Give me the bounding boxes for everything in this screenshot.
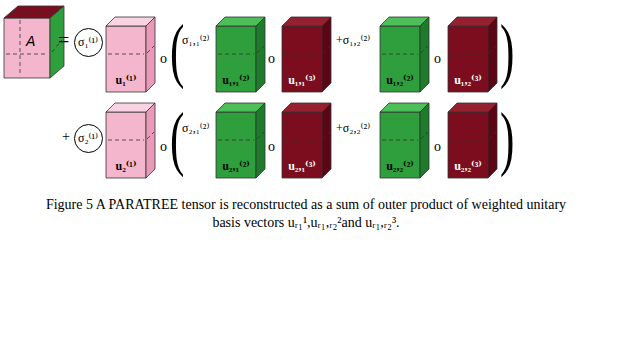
box-side-face: [420, 103, 429, 178]
figure-caption: Figure 5 A PARATREE tensor is reconstruc…: [36, 196, 576, 232]
slice-line: [323, 46, 330, 53]
slice-line: [450, 140, 486, 141]
slice-line: [284, 54, 320, 55]
slice-line: [489, 132, 496, 139]
basis-vector-box: u₁,₁⁽³⁾: [282, 26, 322, 92]
box-side-face: [256, 17, 265, 92]
basis-vector-box: u₁,₂⁽³⁾: [448, 26, 488, 92]
basis-vector-box: u₂,₁⁽³⁾: [282, 112, 322, 178]
weight-symbol: σ₁⁽¹⁾: [78, 36, 98, 48]
outer-product-symbol: o: [268, 140, 275, 154]
weight-circle: σ₂⁽¹⁾: [74, 124, 103, 153]
weight-symbol: σ₁,₁⁽²⁾: [182, 34, 209, 46]
vector-name: u₂,₂⁽²⁾: [380, 160, 420, 172]
slice-line: [382, 140, 418, 141]
box-side-face: [488, 103, 497, 178]
equals-sign: =: [58, 30, 69, 50]
box-front-face: [282, 112, 322, 178]
box-front-face: [380, 112, 420, 178]
outer-product-symbol: o: [160, 140, 167, 154]
box-front-face: [106, 112, 146, 178]
open-bracket: (: [170, 102, 184, 174]
close-bracket: ): [500, 102, 514, 174]
box-side-face: [146, 17, 155, 92]
box-side-face: [146, 103, 155, 178]
slice-line: [489, 46, 496, 53]
slice-line: [20, 20, 21, 76]
vector-name: u₁⁽¹⁾: [106, 74, 146, 86]
box-side-face: [256, 103, 265, 178]
vector-name: u₁,₁⁽³⁾: [282, 74, 322, 86]
slice-line: [421, 132, 428, 139]
vector-name: u₁,₂⁽³⁾: [448, 74, 488, 86]
outer-product-symbol: o: [434, 52, 441, 66]
box-side-face: [420, 17, 429, 92]
weight-circle: σ₁⁽¹⁾: [74, 28, 103, 57]
basis-vector-box: u₁,₂⁽²⁾: [380, 26, 420, 92]
slice-line: [284, 140, 320, 141]
slice-line: [108, 140, 144, 141]
outer-product-symbol: o: [434, 140, 441, 154]
slice-line: [421, 46, 428, 53]
vector-name: u₂,₁⁽³⁾: [282, 160, 322, 172]
outer-product-symbol: o: [160, 52, 167, 66]
slice-line: [12, 12, 56, 13]
slice-line: [147, 132, 154, 139]
weight-symbol: +σ₂,₂⁽²⁾: [336, 122, 370, 134]
vector-name: u₂,₂⁽³⁾: [448, 160, 488, 172]
vector-name: u₂⁽¹⁾: [106, 160, 146, 172]
box-front-face: [448, 112, 488, 178]
slice-line: [323, 132, 330, 139]
slice-line: [382, 54, 418, 55]
slice-line: [6, 54, 48, 55]
box-side-face: [322, 17, 331, 92]
plus-sign: +: [62, 130, 70, 144]
box-side-face: [488, 17, 497, 92]
slice-line: [147, 46, 154, 53]
vector-name: u₁,₁⁽²⁾: [216, 74, 256, 86]
slice-line: [257, 132, 264, 139]
basis-vector-box: u₂,₁⁽²⁾: [216, 112, 256, 178]
box-front-face: [380, 26, 420, 92]
close-bracket: ): [500, 14, 514, 86]
slice-line: [108, 54, 144, 55]
cube-front-face: [4, 18, 50, 78]
box-front-face: [448, 26, 488, 92]
open-bracket: (: [170, 14, 184, 86]
slice-line: [218, 54, 254, 55]
basis-vector-box: u₂,₂⁽²⁾: [380, 112, 420, 178]
weight-symbol: +σ₁,₂⁽²⁾: [336, 34, 370, 46]
outer-product-symbol: o: [268, 52, 275, 66]
basis-vector-box: u₁⁽¹⁾: [106, 26, 146, 92]
vector-name: u₂,₁⁽²⁾: [216, 160, 256, 172]
box-front-face: [216, 112, 256, 178]
tensor-name: A: [26, 34, 35, 48]
vector-name: u₁,₂⁽²⁾: [380, 74, 420, 86]
basis-vector-box: u₂,₂⁽³⁾: [448, 112, 488, 178]
slice-line: [257, 46, 264, 53]
box-front-face: [282, 26, 322, 92]
slice-line: [218, 140, 254, 141]
box-side-face: [322, 103, 331, 178]
basis-vector-box: u₁,₁⁽²⁾: [216, 26, 256, 92]
basis-vector-box: u₂⁽¹⁾: [106, 112, 146, 178]
slice-line: [450, 54, 486, 55]
weight-symbol: σ₂,₁⁽²⁾: [182, 122, 209, 134]
weight-symbol: σ₂⁽¹⁾: [78, 132, 98, 144]
box-front-face: [106, 26, 146, 92]
box-front-face: [216, 26, 256, 92]
tensor-cube: A: [4, 18, 50, 78]
